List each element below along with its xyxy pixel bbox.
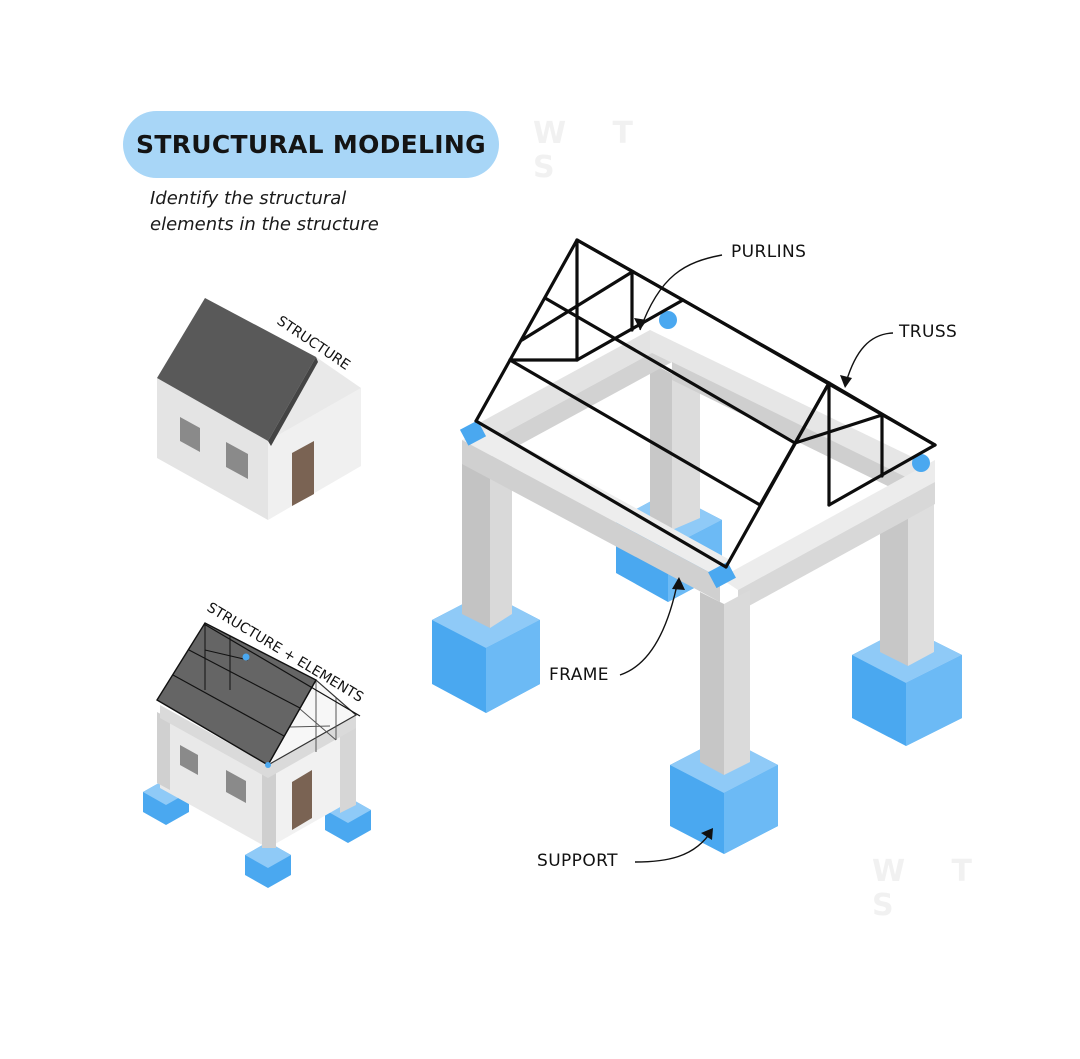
mini-pin (242, 653, 250, 661)
house-roof-edge (268, 357, 318, 446)
page-title: STRUCTURAL MODELING (136, 130, 486, 159)
mini-column-right (340, 718, 356, 813)
column-right-face (908, 472, 934, 666)
watermark: W T S (872, 855, 990, 923)
label-support: SUPPORT (537, 851, 618, 871)
purlin-1 (508, 358, 762, 507)
arrowhead-truss (840, 375, 852, 388)
house-roof (157, 298, 316, 441)
house-structure-illustration: STRUCTURE (157, 298, 361, 520)
beam-front-left-face (462, 440, 720, 602)
support-front-side (724, 765, 778, 854)
column-front-face (724, 590, 750, 775)
watermark-line1: W T (872, 854, 990, 889)
watermark: W T S (533, 117, 651, 185)
label-truss: TRUSS (899, 322, 958, 342)
callout-leaders (619, 254, 894, 863)
beam-back-right (650, 330, 935, 480)
joint-front (708, 561, 736, 589)
joint-left (459, 420, 487, 446)
mini-window-2 (226, 770, 246, 803)
column-right (880, 486, 908, 666)
mini-pin (265, 762, 271, 768)
purlin-2 (543, 296, 797, 445)
mini-purlin (172, 674, 285, 737)
mini-column-left (157, 712, 170, 790)
truss-left-web (520, 270, 634, 342)
arrowhead-frame (672, 577, 685, 590)
watermark-line1: W T (533, 116, 651, 151)
leader-purlins (639, 254, 723, 331)
label-frame: FRAME (549, 665, 609, 685)
mini-roof (156, 622, 317, 766)
joint-right (912, 454, 930, 472)
large-structure-illustration (432, 238, 962, 863)
support-left-side (486, 620, 540, 713)
beam-front-left (462, 428, 730, 578)
mini-frame-beam (160, 705, 356, 778)
joint-back (659, 311, 677, 329)
mini-left-wall (160, 708, 268, 848)
mini-window-1 (180, 745, 198, 775)
beam-front-right-face (738, 482, 935, 612)
mini-column-front (262, 768, 276, 848)
subtitle: Identify the structural elements in the … (150, 188, 379, 235)
arrowhead-support (701, 828, 713, 840)
mini-truss-line (289, 725, 331, 728)
beam-back-right-face (672, 362, 912, 498)
column-back-face (672, 360, 700, 530)
house-window-2 (226, 442, 248, 479)
arrowhead-purlins (634, 318, 647, 330)
mini-purlin (188, 649, 301, 709)
house-window-1 (180, 417, 200, 452)
watermark-line2: S (533, 150, 573, 185)
title-pill: STRUCTURAL MODELING (123, 111, 499, 178)
leader-support (634, 829, 713, 863)
truss-left-web (575, 298, 685, 362)
column-left (462, 446, 490, 628)
house-right-wall (268, 388, 361, 520)
truss-right-web (827, 443, 937, 507)
support-right-side (906, 655, 962, 746)
truss-eave-front (474, 419, 728, 569)
column-left-face (490, 446, 512, 628)
roof-truss (474, 238, 937, 569)
leader-frame (619, 579, 679, 676)
label-purlins: PURLINS (731, 242, 807, 262)
house-left-wall (157, 378, 268, 520)
leader-truss (844, 332, 894, 387)
beam-front-right (720, 460, 935, 590)
watermark-line2: S (872, 888, 912, 923)
label-structure-elements-underline (203, 623, 361, 717)
truss-eave-back (681, 298, 937, 447)
house-door (292, 441, 314, 506)
mini-support-front-top (245, 842, 291, 868)
truss-right-web (793, 413, 884, 445)
callout-arrowheads (634, 318, 852, 840)
house-elements-illustration: STRUCTURE + ELEMENTS (143, 600, 371, 888)
mini-door (292, 770, 312, 830)
mini-truss-line (204, 649, 249, 661)
house-gable (268, 357, 361, 441)
beam-back-left (470, 330, 672, 440)
column-front (700, 592, 724, 775)
mini-truss-line (299, 708, 337, 741)
